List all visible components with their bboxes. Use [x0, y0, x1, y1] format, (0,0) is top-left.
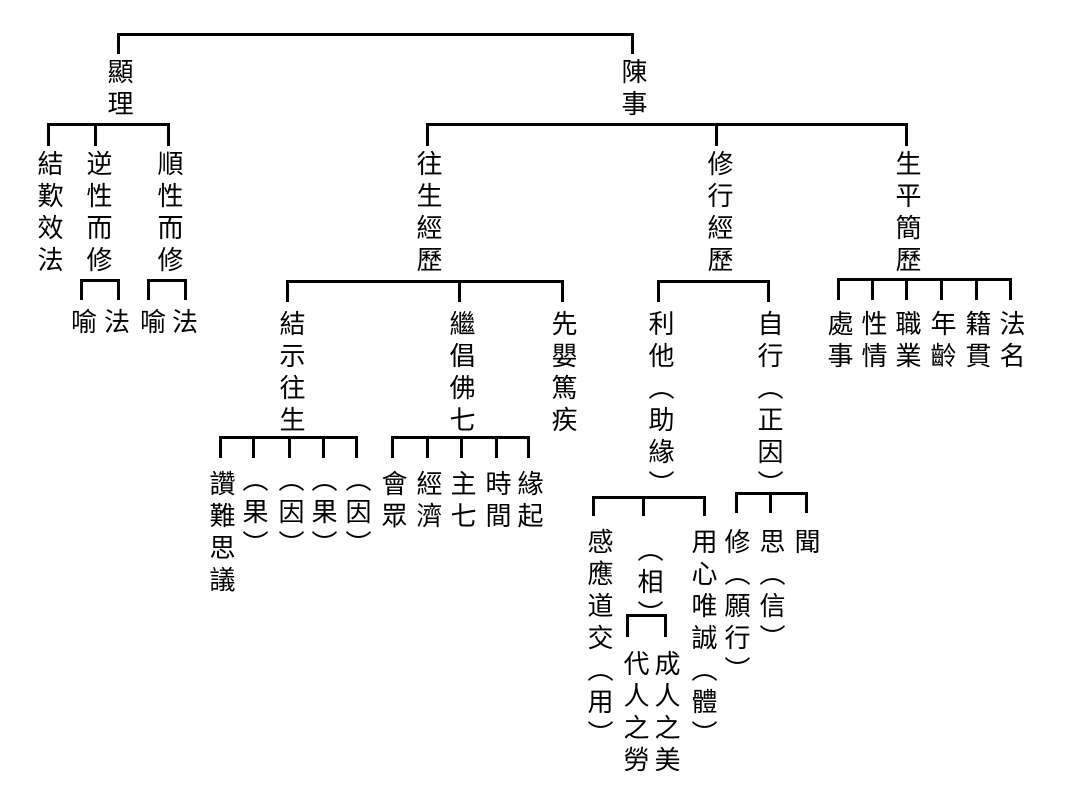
node-guo-2: （果）	[307, 466, 337, 562]
node-lita: 利他（助緣）	[644, 310, 674, 502]
connector-line	[837, 278, 1012, 281]
connector-line	[642, 496, 645, 516]
connector-line	[117, 33, 120, 54]
connector-line	[561, 280, 564, 302]
connector-line	[184, 279, 187, 300]
node-xiu: 修（願行）	[720, 528, 750, 688]
node-xiang: （相）	[633, 536, 663, 632]
connector-line	[286, 280, 564, 283]
node-xianli: 顯理	[103, 58, 133, 122]
node-wangsheng: 往生經歷	[412, 150, 442, 278]
node-xiuxing: 修行經歷	[703, 150, 733, 278]
connector-line	[458, 280, 461, 302]
connector-line	[117, 33, 634, 36]
connector-line	[592, 496, 706, 499]
node-jingji: 經濟	[412, 470, 442, 534]
node-huizhong: 會眾	[377, 470, 407, 534]
node-yin-1: （因）	[274, 466, 304, 562]
node-ganying: 感應道交（用）	[583, 528, 613, 752]
node-jichang: 繼倡佛七	[445, 310, 475, 438]
node-yu-1: 喻	[70, 308, 98, 338]
connector-line	[426, 123, 908, 126]
node-fa-2: 法	[171, 308, 199, 338]
node-zixing: 自行（正因）	[753, 310, 783, 502]
connector-line	[426, 123, 429, 146]
connector-line	[805, 492, 808, 513]
connector-line	[80, 279, 83, 300]
connector-line	[252, 436, 255, 458]
connector-line	[940, 278, 943, 300]
connector-line	[426, 436, 429, 458]
node-yongxin: 用心唯誠（體）	[687, 528, 717, 752]
node-dairen: 代人之勞	[619, 650, 649, 778]
connector-line	[460, 436, 463, 458]
connector-line	[147, 279, 187, 282]
node-yu-2: 喻	[139, 308, 167, 338]
connector-line	[94, 123, 97, 146]
connector-line	[905, 123, 908, 146]
connector-line	[167, 123, 170, 146]
node-zhuqi: 主七	[446, 470, 476, 534]
connector-line	[975, 278, 978, 300]
connector-line	[905, 278, 908, 300]
node-guo-1: （果）	[238, 466, 268, 562]
node-si: 思（信）	[755, 528, 785, 656]
connector-line	[631, 33, 634, 54]
connector-line	[837, 278, 840, 300]
node-xingqing: 性情	[857, 310, 887, 374]
connector-line	[286, 280, 289, 302]
node-zhiye: 職業	[891, 310, 921, 374]
node-nixing: 逆性而修	[82, 150, 112, 278]
connector-line	[47, 123, 50, 146]
connector-line	[1009, 278, 1012, 300]
connector-line	[664, 614, 667, 637]
connector-line	[47, 123, 170, 126]
node-chushi: 處事	[823, 310, 853, 374]
node-chenshi: 陳事	[617, 58, 647, 122]
connector-line	[767, 280, 770, 302]
node-jieshi: 結示往生	[275, 310, 305, 438]
connector-line	[715, 123, 718, 146]
node-jietan: 結歎效法	[33, 150, 63, 278]
node-zannan: 讚難思議	[205, 470, 235, 598]
connector-line	[147, 279, 150, 300]
node-wen: 聞	[790, 528, 820, 560]
connector-line	[391, 436, 394, 458]
connector-line	[626, 614, 629, 637]
connector-line	[735, 492, 738, 513]
node-shunxing: 順性而修	[153, 150, 183, 278]
node-chengren: 成人之美	[650, 650, 680, 778]
node-shijian: 時間	[481, 470, 511, 534]
node-xianying: 先嬰篤疾	[547, 310, 577, 438]
connector-line	[657, 280, 660, 302]
connector-line	[871, 278, 874, 300]
node-jiguan: 籍貫	[961, 310, 991, 374]
node-fa-1: 法	[103, 308, 131, 338]
connector-line	[322, 436, 325, 458]
connector-line	[117, 279, 120, 300]
node-yuanqi: 緣起	[513, 470, 543, 534]
connector-line	[288, 436, 291, 458]
node-faming: 法名	[995, 310, 1025, 374]
connector-line	[80, 279, 120, 282]
connector-line	[219, 436, 222, 458]
connector-line	[769, 492, 772, 513]
node-yin-2: （因）	[341, 466, 371, 562]
connector-line	[527, 436, 530, 458]
node-nianling: 年齡	[926, 310, 956, 374]
connector-line	[592, 496, 595, 516]
connector-line	[495, 436, 498, 458]
connector-line	[355, 436, 358, 458]
connector-line	[626, 614, 667, 617]
connector-line	[703, 496, 706, 516]
node-shengping: 生平簡歷	[891, 150, 921, 278]
connector-line	[657, 280, 770, 283]
